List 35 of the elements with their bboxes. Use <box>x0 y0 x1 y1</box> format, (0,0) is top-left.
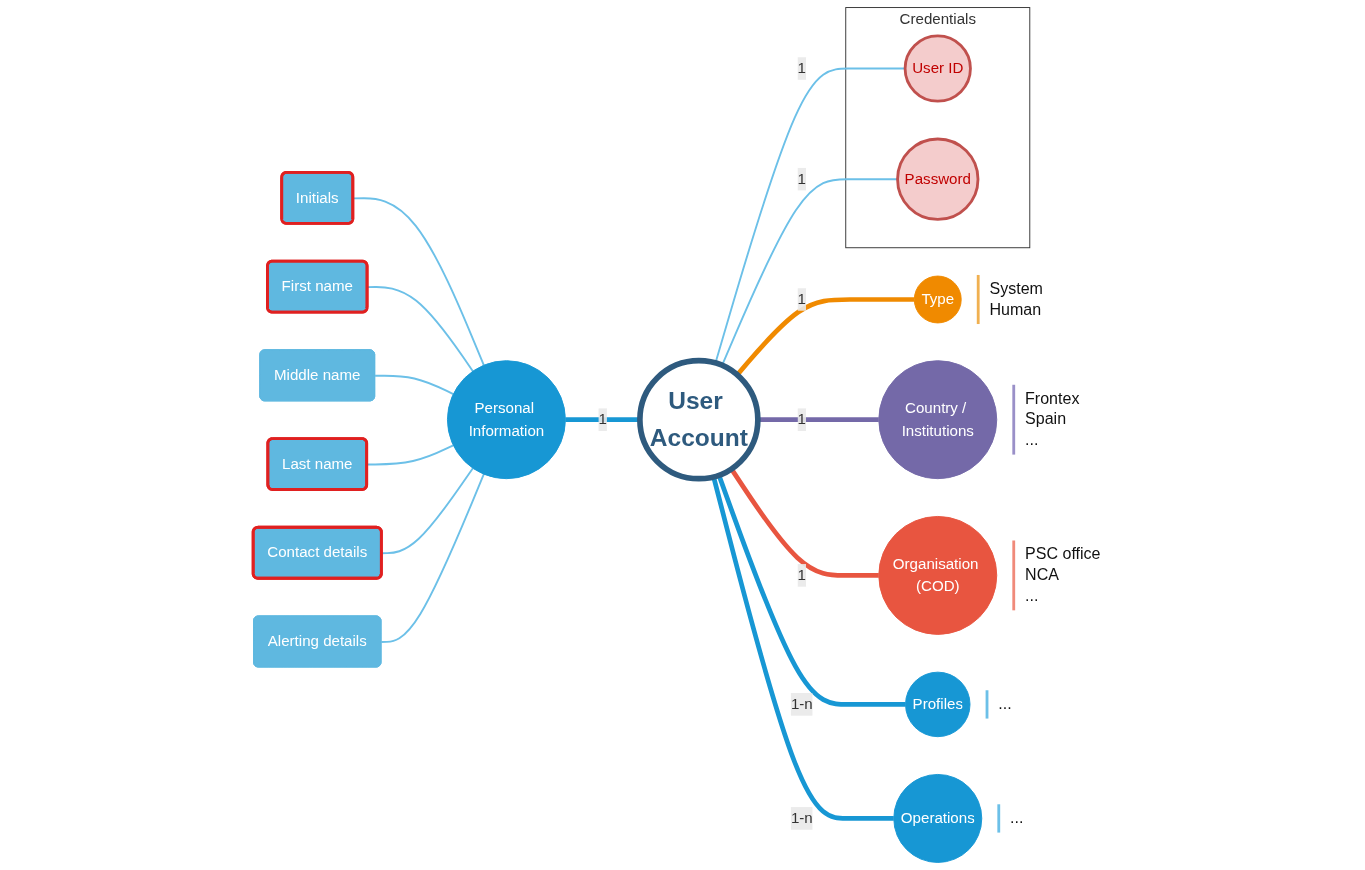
edge-label: 1 <box>797 411 806 428</box>
bullet-item: Spain <box>1025 409 1067 428</box>
edge-label: 1 <box>797 566 806 583</box>
edge-label: 1 <box>797 170 806 187</box>
bullet-item: ... <box>1010 808 1024 827</box>
edge-label: 1-n <box>790 695 813 712</box>
node-circle: Type <box>913 275 962 324</box>
bullet-item: Human <box>989 299 1042 318</box>
connector <box>380 473 485 643</box>
bullet-item: ... <box>998 694 1012 713</box>
bullet-item: System <box>989 278 1043 297</box>
connector <box>735 297 915 377</box>
node-circle: Country / Institutions <box>878 360 998 480</box>
node-circle: Password <box>896 137 980 221</box>
connector <box>366 444 455 466</box>
connector <box>374 374 455 395</box>
edge-label: 1 <box>797 291 806 308</box>
connector <box>352 197 485 367</box>
edge-label: 1 <box>797 60 806 77</box>
bullet-item: ... <box>1025 430 1039 449</box>
connector <box>565 417 640 423</box>
node-circle: Personal Information <box>446 360 566 480</box>
connector <box>711 476 894 821</box>
bullet-item: Frontex <box>1025 388 1080 407</box>
connector <box>729 467 879 578</box>
node-circle: Operations <box>893 773 983 863</box>
edge-label: 1 <box>598 411 607 428</box>
node-circle: Profiles <box>905 671 971 738</box>
bullet-item: ... <box>1025 585 1039 604</box>
node-circle: Organisation (COD) <box>878 515 998 635</box>
edge-label: 1-n <box>790 809 813 826</box>
bullet-item: NCA <box>1025 565 1059 584</box>
bullet-item: PSC office <box>1025 544 1101 563</box>
node-circle: User Account <box>637 357 761 482</box>
node-circle: User ID <box>903 34 972 103</box>
